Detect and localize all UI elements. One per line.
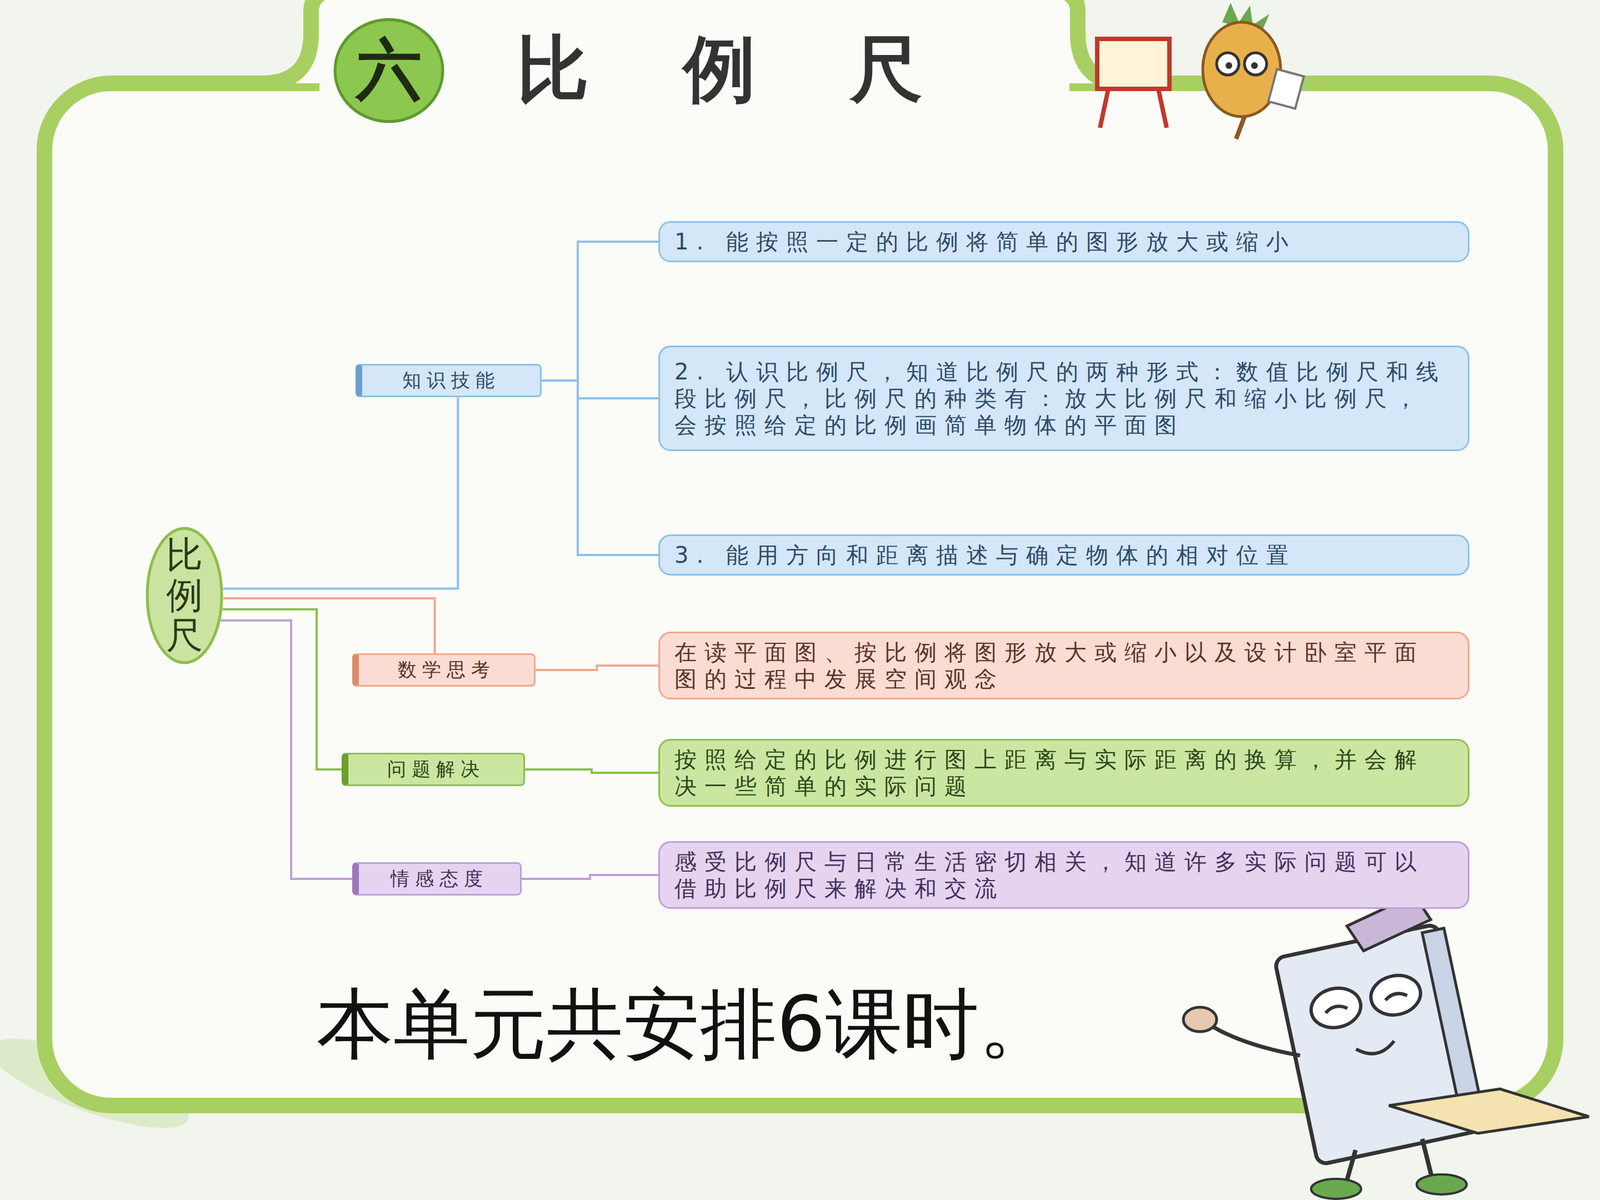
node-text: 问题解决 <box>387 756 485 783</box>
leg <box>1236 116 1245 139</box>
connector-line <box>541 380 659 555</box>
eye <box>1225 62 1233 69</box>
shoe <box>1311 1178 1362 1199</box>
node-text: 1. 能按照一定的比例将简单的图形放大或缩小 <box>674 228 1297 255</box>
connector-line <box>521 875 659 879</box>
node-text: 知识技能 <box>402 367 500 394</box>
glasses <box>1216 52 1239 75</box>
goal-box: 按照给定的比例进行图上距离与实际距离的换算，并会解决一些简单的实际问题 <box>658 738 1470 807</box>
pineapple-character <box>1097 2 1304 139</box>
node-text: 比例尺 <box>166 535 203 657</box>
goal-box: 3. 能用方向和距离描述与确定物体的相对位置 <box>658 534 1470 576</box>
category-tag: 数学思考 <box>352 653 536 687</box>
paper <box>1268 69 1304 109</box>
connector-line <box>535 665 659 670</box>
arm <box>1205 1022 1300 1056</box>
node-text: 感受比例尺与日常生活密切相关，知道许多实际问题可以借助比例尺来解决和交流 <box>674 848 1454 902</box>
goal-box: 1. 能按照一定的比例将简单的图形放大或缩小 <box>658 221 1470 263</box>
node-text: 2. 认识比例尺，知道比例尺的两种形式：数值比例尺和线段比例尺，比例尺的种类有：… <box>674 358 1454 439</box>
pointing-hand <box>1183 1007 1217 1032</box>
connector-line <box>223 598 435 654</box>
node-text: 六 <box>356 26 422 115</box>
lesson-note: 本单元共安排6课时。 <box>316 973 1056 1077</box>
node-text: 在读平面图、按比例将图形放大或缩小以及设计卧室平面图的过程中发展空间观念 <box>674 638 1454 693</box>
connector-line <box>541 380 659 399</box>
goal-box: 在读平面图、按比例将图形放大或缩小以及设计卧室平面图的过程中发展空间观念 <box>658 631 1470 700</box>
node-text: 数学思考 <box>397 657 496 683</box>
goal-box: 2. 认识比例尺，知道比例尺的两种形式：数值比例尺和线段比例尺，比例尺的种类有：… <box>658 345 1470 452</box>
eyes <box>1325 991 1408 1014</box>
connector-line <box>541 241 659 381</box>
node-text: 3. 能用方向和距离描述与确定物体的相对位置 <box>674 541 1297 569</box>
connector-line <box>525 769 659 773</box>
goal-box: 感受比例尺与日常生活密切相关，知道许多实际问题可以借助比例尺来解决和交流 <box>658 841 1470 909</box>
book-character <box>1183 890 1589 1199</box>
connector-line <box>220 620 353 879</box>
category-tag: 知识技能 <box>355 363 542 398</box>
easel-leg <box>1158 88 1167 128</box>
eye <box>1251 62 1258 69</box>
glasses <box>1244 52 1267 75</box>
easel-leg <box>1100 88 1109 128</box>
center-oval: 比例尺 <box>145 526 224 665</box>
category-tag: 问题解决 <box>341 752 525 787</box>
shape-ellipse <box>147 528 222 663</box>
open-book <box>1388 1088 1589 1134</box>
node-text: 情感态度 <box>390 866 489 892</box>
easel-board <box>1097 38 1170 89</box>
connector-line <box>222 609 342 770</box>
shape-ellipse <box>335 19 443 122</box>
mouth <box>1356 1041 1397 1058</box>
category-tag: 情感态度 <box>352 862 522 896</box>
connector-line <box>223 397 459 589</box>
node-text: 按照给定的比例进行图上距离与实际距离的换算，并会解决一些简单的实际问题 <box>674 746 1454 800</box>
shoe <box>1416 1174 1467 1195</box>
unit-badge: 六 <box>333 17 445 124</box>
slide-title: 比例尺 <box>516 21 1017 119</box>
